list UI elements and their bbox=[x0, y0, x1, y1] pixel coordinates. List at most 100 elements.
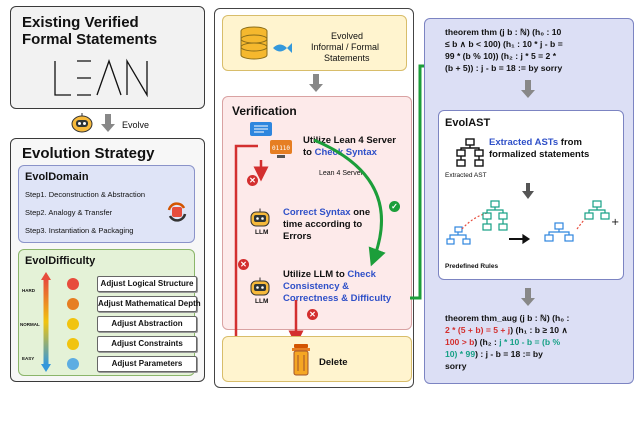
aug-l4a: 10) * 99 bbox=[445, 349, 476, 359]
adjust-mathematical-depth-button: Adjust Mathematical Depth bbox=[97, 296, 201, 312]
extracted-ast-icon bbox=[456, 138, 484, 167]
evolve-arrow-head bbox=[101, 124, 115, 132]
aug-l3b: ) (h₂ : bbox=[474, 337, 500, 347]
llm-label-1: LLM bbox=[255, 229, 269, 236]
evoldomain-step3: Step3. Instantiation & Packaging bbox=[25, 226, 134, 235]
theorem-block: theorem thm (j b : ℕ) (h₀ : 10 ≤ b ∧ b <… bbox=[445, 26, 563, 74]
adjust-constraints-button: Adjust Constraints bbox=[97, 336, 197, 352]
face-icons bbox=[67, 278, 79, 370]
evolved-line3: Statements bbox=[324, 53, 370, 63]
pipeline-frame bbox=[214, 8, 414, 388]
server-label: Lean 4 Server bbox=[319, 170, 363, 177]
trash-icon bbox=[292, 344, 310, 376]
delete-label: Delete bbox=[319, 357, 348, 368]
adjust-parameters-button: Adjust Parameters bbox=[97, 356, 197, 372]
verified-title-line1: Existing Verified bbox=[22, 14, 139, 31]
evoldomain-title: EvolDomain bbox=[25, 171, 89, 183]
server-icon: 01110 bbox=[270, 140, 292, 158]
utilize-line2: Consistency & bbox=[283, 281, 349, 292]
correct-line1: Correct Syntax one bbox=[283, 207, 370, 218]
aug-l3a: 100 > b bbox=[445, 337, 475, 347]
extracted-ast-label: Extracted AST bbox=[445, 172, 487, 179]
check-syntax-text: Check Syntax bbox=[314, 147, 377, 158]
aug-line-4: 10) * 99) : j - b = 18 := by bbox=[445, 348, 569, 360]
correct-syntax-text: Correct Syntax bbox=[283, 207, 351, 218]
evoldomain-panel: EvolDomain Step1. Deconstruction & Abstr… bbox=[18, 165, 195, 243]
ast-transform-diagram: + bbox=[446, 200, 619, 245]
fish-icon bbox=[273, 43, 292, 53]
thm-line-4: (b + 5)) : j - b = 18 := by sorry bbox=[445, 63, 563, 73]
aug-l2b: ) (h₁ : b ≥ 10 ∧ bbox=[510, 325, 568, 335]
thm-line-3: 99 * (b % 10)) (h₂ : j * 5 = 2 * bbox=[445, 51, 557, 61]
checklist-icon bbox=[250, 122, 272, 136]
verification-title: Verification bbox=[232, 104, 297, 118]
extracted-from-text: from bbox=[558, 137, 582, 148]
server-text-2a: to bbox=[303, 147, 315, 158]
fail-icon-2: ✕ bbox=[238, 259, 249, 270]
aug-l4b: ) : j - b = 18 := by bbox=[475, 349, 543, 359]
adjust-logical-structure-button: Adjust Logical Structure bbox=[97, 276, 197, 292]
delete-panel: Delete bbox=[222, 336, 412, 382]
extracted-asts-text: Extracted ASTs bbox=[489, 137, 559, 148]
database-icon bbox=[240, 26, 268, 60]
ast-result-arrow-head bbox=[521, 298, 535, 306]
correct-one-text: one bbox=[350, 207, 371, 218]
aug-line-5: sorry bbox=[445, 361, 467, 371]
extracted-line3: formalized statements bbox=[489, 149, 590, 160]
evoldomain-step1: Step1. Deconstruction & Abstraction bbox=[25, 190, 146, 199]
verified-title-line2: Formal Statements bbox=[22, 31, 158, 48]
ast-down-arrow-head bbox=[522, 191, 534, 199]
extracted-line1: Extracted ASTs from bbox=[489, 137, 582, 148]
evolved-down-arrow-head bbox=[309, 84, 323, 92]
aug-l2a: 2 * (5 + b) = 5 + j bbox=[445, 325, 511, 335]
evolast-panel: EvolAST Extracted AST Extracted ASTs fro… bbox=[438, 110, 624, 280]
utilize-line3: Correctness & Difficulty bbox=[283, 293, 392, 304]
evolve-label: Evolve bbox=[122, 120, 150, 130]
aug-line-1: theorem thm_aug (j b : ℕ) (h₀ : bbox=[445, 313, 570, 323]
aug-line-2: 2 * (5 + b) = 5 + j) (h₁ : b ≥ 10 ∧ bbox=[445, 324, 569, 336]
evolast-title: EvolAST bbox=[445, 117, 491, 129]
robot-icon bbox=[71, 113, 93, 133]
ast-result-arrow-stem bbox=[525, 288, 531, 298]
aug-line-3: 100 > b) (h₂ : j * 10 - b = (b % bbox=[445, 336, 569, 348]
evoldifficulty-title: EvolDifficulty bbox=[25, 255, 96, 267]
cycle-icon bbox=[167, 202, 187, 222]
theorem-aug-block: theorem thm_aug (j b : ℕ) (h₀ : 2 * (5 +… bbox=[445, 312, 569, 372]
fail-icon-1: ✕ bbox=[247, 175, 258, 186]
scale-hard: HARD bbox=[22, 288, 35, 293]
fail-icon-3: ✕ bbox=[307, 309, 318, 320]
svg-text:+: + bbox=[611, 217, 619, 228]
scale-normal: NORMAL bbox=[20, 322, 40, 327]
pass-icon-1: ✓ bbox=[389, 201, 400, 212]
thm-line-2: ≤ b ∧ b < 100) (h₁ : 10 * j - b = bbox=[445, 39, 563, 49]
utilize-line1: Utilize LLM to Check bbox=[283, 269, 376, 280]
thm-down-arrow-stem bbox=[525, 80, 531, 90]
check-text: Check bbox=[347, 269, 376, 280]
adjust-abstraction-button: Adjust Abstraction bbox=[97, 316, 197, 332]
evolved-line2: Informal / Formal bbox=[311, 42, 380, 52]
evolved-down-arrow-stem bbox=[313, 74, 319, 84]
evoldifficulty-panel: EvolDifficulty HARD NORMAL EASY Adjust L… bbox=[18, 249, 201, 376]
strategy-title: Evolution Strategy bbox=[22, 145, 155, 162]
evolved-line1: Evolved bbox=[331, 31, 364, 41]
lean-logo bbox=[54, 58, 148, 98]
llm-label-2: LLM bbox=[255, 298, 269, 305]
server-text-1: Utilize Lean 4 Server bbox=[303, 135, 396, 146]
server-text-2: to Check Syntax bbox=[303, 147, 377, 158]
thm-line-1: theorem thm (j b : ℕ) (h₀ : 10 bbox=[445, 27, 562, 37]
scale-easy: EASY bbox=[22, 356, 35, 361]
difficulty-scale-bar bbox=[41, 272, 51, 372]
evoldomain-step2: Step2. Analogy & Transfer bbox=[25, 208, 113, 217]
verified-statements-panel: Existing Verified Formal Statements bbox=[10, 6, 205, 109]
evolution-strategy-panel: Evolution Strategy EvolDomain Step1. Dec… bbox=[10, 138, 205, 382]
predefined-rules-label: Predefined Rules bbox=[445, 263, 499, 270]
ast-down-arrow-stem bbox=[526, 183, 530, 191]
utilize-llm-text: Utilize LLM to bbox=[283, 269, 348, 280]
verification-flow-arrows bbox=[234, 57, 444, 378]
evolved-statements-panel: Evolved Informal / Formal Statements bbox=[222, 15, 407, 71]
llm-robot-icon-2 bbox=[250, 277, 270, 296]
correct-line2: time according to bbox=[283, 219, 363, 230]
svg-text:01110: 01110 bbox=[272, 145, 290, 152]
correct-line3: Errors bbox=[283, 231, 312, 242]
llm-robot-icon-1 bbox=[250, 208, 270, 227]
